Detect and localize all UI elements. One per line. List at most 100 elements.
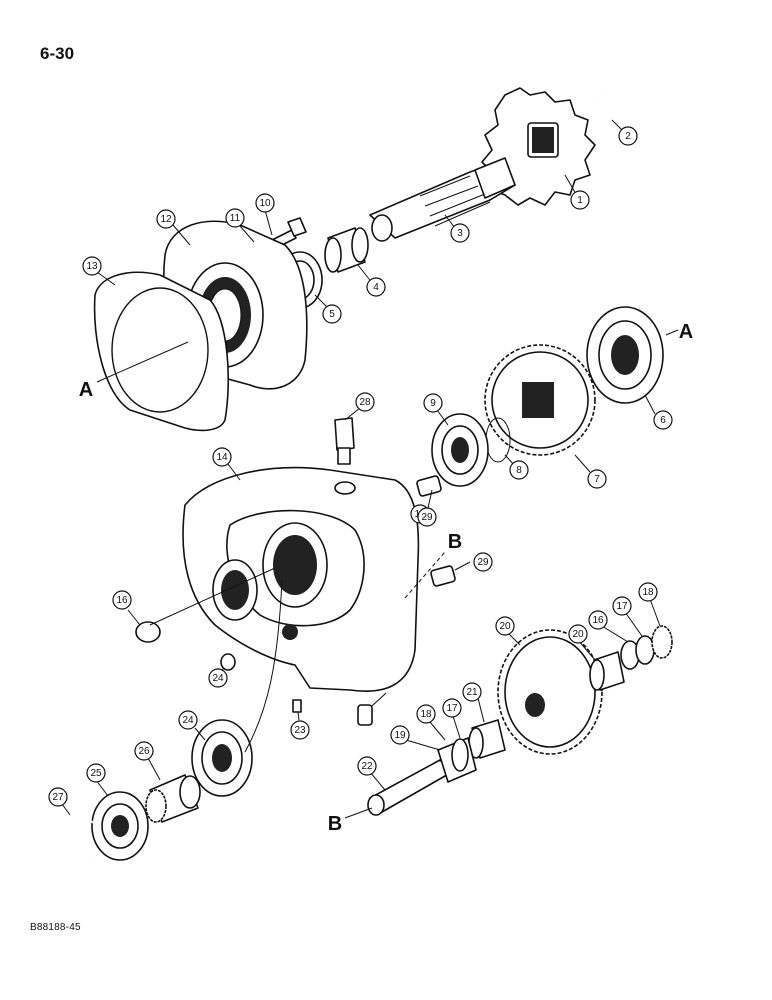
callout-14: 14 <box>212 447 232 467</box>
callout-19: 19 <box>390 725 410 745</box>
assembly-lines <box>96 329 679 819</box>
callout-bubble <box>509 460 529 480</box>
callout-number: 2 <box>625 131 631 142</box>
callout-number: 12 <box>160 214 172 225</box>
callout-20: 20 <box>568 624 588 644</box>
callout-number: 18 <box>420 709 432 720</box>
callout-number: 29 <box>477 557 489 568</box>
gear-7 <box>484 344 596 456</box>
callout-bubble <box>322 304 342 324</box>
callout-number: 16 <box>116 595 128 606</box>
callout-number: 20 <box>572 629 584 640</box>
callout-22: 22 <box>357 756 377 776</box>
callouts: 1234567891011121314151616171718181920202… <box>48 126 673 807</box>
callout-bubble <box>290 720 310 740</box>
plug-29-lower <box>357 704 373 726</box>
callout-bubble <box>618 126 638 146</box>
callout-16: 16 <box>588 610 608 630</box>
reference-letter-a-left: A <box>79 379 93 401</box>
callout-bubble <box>416 704 436 724</box>
breather-27 <box>334 417 355 465</box>
gearbox-housing-14 <box>182 466 420 692</box>
snap-ring-2 <box>583 92 619 134</box>
callout-23: 23 <box>290 720 310 740</box>
plug-29-upper <box>430 565 456 587</box>
callout-bubble <box>355 392 375 412</box>
callout-bubble <box>653 410 673 430</box>
callout-number: 27 <box>52 792 64 803</box>
callout-5: 5 <box>322 304 342 324</box>
callout-29: 29 <box>417 507 437 527</box>
reference-letter-a-top: A <box>679 321 693 343</box>
callout-bubble <box>612 596 632 616</box>
snap-ring-26 <box>49 811 96 861</box>
callout-24: 24 <box>178 710 198 730</box>
callout-number: 5 <box>329 309 335 320</box>
callout-bubble <box>86 763 106 783</box>
callout-21: 21 <box>462 682 482 702</box>
reference-letter-b-left: B <box>328 813 342 835</box>
callout-number: 14 <box>216 452 228 463</box>
bearing-24-upper <box>191 719 253 797</box>
bushing-20-right <box>589 651 625 691</box>
callout-10: 10 <box>255 193 275 213</box>
callout-11: 11 <box>225 208 245 228</box>
callout-bubble <box>587 469 607 489</box>
fitting-22 <box>292 699 302 713</box>
callout-bubble <box>112 590 132 610</box>
callout-7: 7 <box>587 469 607 489</box>
callout-25: 25 <box>86 763 106 783</box>
callout-bubble <box>462 682 482 702</box>
callout-12: 12 <box>156 209 176 229</box>
callout-number: 23 <box>294 725 306 736</box>
callout-29: 29 <box>473 552 493 572</box>
callout-number: 28 <box>359 397 371 408</box>
callout-3: 3 <box>450 223 470 243</box>
bearing-cup-4 <box>324 227 369 273</box>
callout-number: 29 <box>421 512 433 523</box>
callout-bubble <box>134 741 154 761</box>
callout-1: 1 <box>570 190 590 210</box>
bushing-20-left <box>468 719 506 759</box>
pinion-25 <box>145 774 201 823</box>
callout-27: 27 <box>48 787 68 807</box>
callout-bubble <box>495 616 515 636</box>
callout-18: 18 <box>416 704 436 724</box>
callout-number: 17 <box>616 601 628 612</box>
callout-8: 8 <box>509 460 529 480</box>
callout-20: 20 <box>495 616 515 636</box>
callout-bubble <box>568 624 588 644</box>
callout-number: 4 <box>373 282 379 293</box>
idler-shaft-21 <box>367 737 477 816</box>
callout-bubble <box>366 277 386 297</box>
callout-bubble <box>208 668 228 688</box>
leader-lines <box>61 119 661 816</box>
callout-bubble <box>82 256 102 276</box>
bearing-9 <box>431 413 489 487</box>
callout-bubble <box>417 507 437 527</box>
callout-bubble <box>570 190 590 210</box>
callout-bubble <box>212 447 232 467</box>
callout-6: 6 <box>653 410 673 430</box>
callout-number: 22 <box>361 761 373 772</box>
callout-4: 4 <box>366 277 386 297</box>
callout-13: 13 <box>82 256 102 276</box>
callout-number: 17 <box>446 703 458 714</box>
callout-number: 10 <box>259 198 271 209</box>
callout-bubble <box>178 710 198 730</box>
callout-18: 18 <box>638 582 658 602</box>
callout-bubble <box>588 610 608 630</box>
callout-number: 24 <box>212 673 224 684</box>
ring-set-right <box>620 625 673 670</box>
plug-disc-15 <box>135 621 161 643</box>
callout-number: 11 <box>230 213 241 224</box>
callout-number: 25 <box>90 768 102 779</box>
plug-23 <box>220 653 236 671</box>
callout-26: 26 <box>134 741 154 761</box>
callout-number: 19 <box>394 730 406 741</box>
callout-bubble <box>357 756 377 776</box>
plug-28 <box>416 475 442 497</box>
callout-17: 17 <box>442 698 462 718</box>
callout-bubble <box>156 209 176 229</box>
